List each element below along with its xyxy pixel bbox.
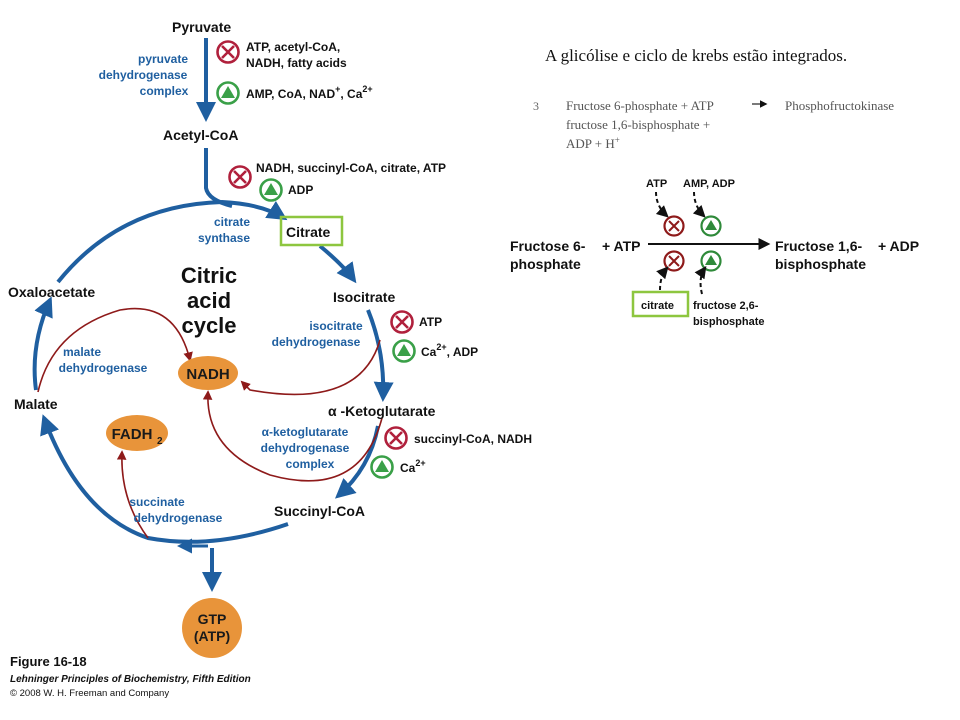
enzyme-cs-2: synthase — [198, 231, 250, 245]
activator-icon-idh — [392, 339, 416, 363]
pfk-activator-icon-bottom — [700, 250, 722, 272]
fadh2-bubble — [106, 415, 168, 451]
arrow-acetylcoa-down — [204, 148, 233, 208]
reaction-number: 3 — [533, 99, 539, 113]
reaction-line2: fructose 1,6-bisphosphate + — [566, 117, 710, 132]
enzyme-sdh-1: succinate — [129, 495, 185, 509]
fadh2-subscript: 2 — [157, 436, 163, 447]
pfk-inhibitor-icon-top — [663, 215, 685, 237]
metabolite-oxaloacetate: Oxaloacetate — [8, 284, 95, 300]
center-title-1: Citric — [181, 263, 237, 288]
nadh-bubble — [178, 356, 238, 390]
pdh-inhibitors-line2: NADH, fatty acids — [246, 56, 347, 70]
pfk-product-2: bisphosphate — [775, 256, 866, 272]
enzyme-akgdh-2: dehydrogenase — [261, 441, 350, 455]
dashed-arrow-amp — [692, 191, 706, 218]
pdh-activators: AMP, CoA, NAD+, Ca2+ — [246, 84, 373, 101]
enzyme-sdh-2: dehydrogenase — [134, 511, 223, 525]
dashed-arrow-atp — [655, 191, 669, 218]
pfk-plus-atp: + ATP — [602, 238, 641, 254]
slide-title: A glicólise e ciclo de krebs estão integ… — [545, 46, 847, 65]
caption-book-title: Lehninger Principles of Biochemistry, Fi… — [10, 674, 251, 685]
gtp-bubble — [182, 598, 242, 658]
enzyme-pdh-3: complex — [140, 84, 189, 98]
metabolite-acetylcoa: Acetyl-CoA — [163, 127, 238, 143]
reaction-line1: Fructose 6-phosphate + ATP — [566, 98, 714, 113]
cs-activators: ADP — [288, 183, 313, 197]
enzyme-pdh-2: dehydrogenase — [99, 68, 188, 82]
activator-icon-cs — [259, 178, 283, 202]
arrow-oxaloacetate-to-citrate — [56, 199, 288, 284]
dashed-arrow-citrate — [656, 266, 669, 291]
center-title-2: acid — [187, 288, 231, 313]
inhibitor-icon-cs — [228, 165, 252, 189]
reaction-line3: ADP + H+ — [566, 135, 620, 151]
pfk-activator-bottom-2: bisphosphate — [693, 316, 765, 328]
akg-inhibitors: succinyl-CoA, NADH — [414, 432, 532, 446]
enzyme-akgdh-3: complex — [286, 457, 335, 471]
arrow-malate-to-oxaloacetate — [32, 296, 53, 391]
caption-figure-number: Figure 16-18 — [10, 654, 87, 669]
metabolite-citrate: Citrate — [286, 224, 331, 240]
enzyme-mdh-1: malate — [63, 345, 101, 359]
metabolite-isocitrate: Isocitrate — [333, 289, 395, 305]
red-arrow-succinate-fadh2 — [116, 450, 149, 539]
caption-copyright: © 2008 W. H. Freeman and Company — [10, 688, 169, 699]
metabolite-ketoglutarate: α -Ketoglutarate — [328, 403, 436, 419]
enzyme-akgdh-1: α-ketoglutarate — [262, 425, 349, 439]
dashed-arrow-f26bp — [694, 266, 707, 295]
gtp-label: GTP — [198, 611, 227, 627]
metabolite-malate: Malate — [14, 396, 58, 412]
akg-activators: Ca2+ — [400, 458, 426, 475]
fadh2-label: FADH — [112, 426, 153, 443]
pfk-regulation-diagram: ATP AMP, ADP Fructose 6- phosphate + ATP… — [510, 178, 919, 328]
inhibitor-icon-akg — [384, 426, 408, 450]
inhibitor-icon-idh — [390, 310, 414, 334]
atp-label: (ATP) — [194, 628, 230, 644]
pdh-inhibitors-line1: ATP, acetyl-CoA, — [246, 40, 340, 54]
pfk-plus-adp: + ADP — [878, 238, 919, 254]
idh-inhibitors: ATP — [419, 315, 442, 329]
inhibitor-icon-pdh — [216, 40, 240, 64]
pfk-reaction-text: 3 Fructose 6-phosphate + ATP Phosphofruc… — [533, 98, 894, 151]
enzyme-mdh-2: dehydrogenase — [59, 361, 148, 375]
pfk-activator-bottom-1: fructose 2,6- — [693, 300, 759, 312]
pfk-substrate-1: Fructose 6- — [510, 238, 586, 254]
enzyme-pdh-1: pyruvate — [138, 52, 188, 66]
arrow-isocitrate-to-ketoglutarate — [366, 309, 394, 402]
activator-icon-pdh — [216, 81, 240, 105]
red-arrow-malate-nadh — [37, 307, 193, 393]
reaction-enzyme: Phosphofructokinase — [785, 98, 894, 113]
citrate-highlight-box-pfk — [631, 290, 690, 318]
metabolite-pyruvate: Pyruvate — [172, 19, 231, 35]
enzyme-idh-2: dehydrogenase — [272, 335, 361, 349]
arrow-citrate-to-isocitrate — [318, 244, 357, 284]
pfk-inhibitor-icon-bottom — [663, 250, 685, 272]
center-title-3: cycle — [181, 313, 236, 338]
idh-activators: Ca2+, ADP — [421, 342, 478, 359]
pfk-inhibitor-bottom: citrate — [641, 300, 674, 312]
nadh-label: NADH — [186, 366, 229, 383]
pfk-activator-icon-top — [700, 215, 722, 237]
cs-inhibitors: NADH, succinyl-CoA, citrate, ATP — [256, 161, 446, 175]
citrate-highlight-box — [279, 215, 344, 247]
krebs-diagram: NADH FADH 2 GTP (ATP) Citric acid cycle … — [8, 19, 532, 658]
red-arrow-akg-nadh — [202, 390, 383, 482]
pfk-substrate-2: phosphate — [510, 256, 581, 272]
metabolite-succinylcoa: Succinyl-CoA — [274, 503, 365, 519]
enzyme-idh-1: isocitrate — [309, 319, 363, 333]
activator-icon-akg — [370, 455, 394, 479]
pfk-activator-top: AMP, ADP — [683, 178, 735, 190]
figure-caption: Figure 16-18 Lehninger Principles of Bio… — [10, 654, 251, 699]
enzyme-cs-1: citrate — [214, 215, 250, 229]
pfk-inhibitor-top: ATP — [646, 178, 667, 190]
red-arrow-idh-nadh — [240, 339, 381, 396]
pfk-product-1: Fructose 1,6- — [775, 238, 862, 254]
